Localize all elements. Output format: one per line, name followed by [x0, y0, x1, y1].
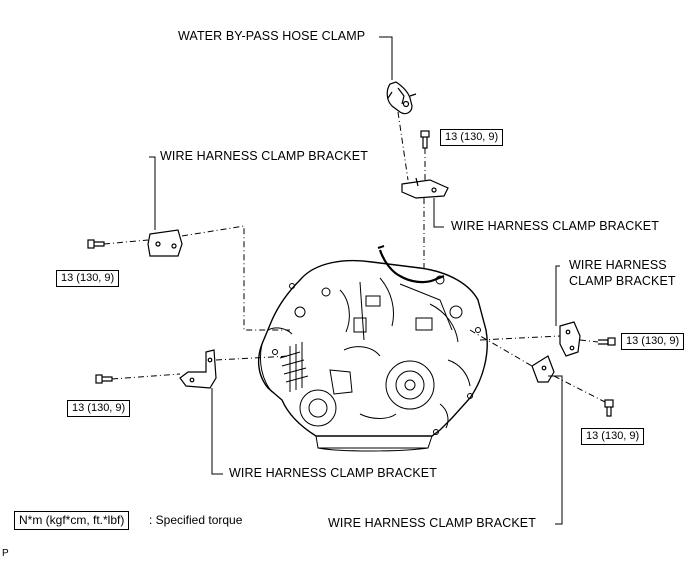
bracket-upper-center-part: [401, 177, 449, 199]
torque-spec-lower-right: 13 (130, 9): [581, 428, 645, 445]
bolt-lower-left: [95, 374, 113, 384]
label-water-bypass-hose-clamp: WATER BY-PASS HOSE CLAMP: [178, 29, 366, 43]
label-bracket-upper-center: WIRE HARNESS CLAMP BRACKET: [451, 219, 659, 233]
bolt-lower-right: [604, 399, 614, 417]
legend-description: : Specified torque: [149, 513, 243, 527]
bracket-lower-right-part: [531, 355, 555, 383]
transaxle-assembly: [257, 245, 488, 452]
label-bracket-right-line2: CLAMP BRACKET: [569, 274, 676, 288]
bolt-right: [598, 337, 616, 346]
bracket-upper-left-part: [147, 229, 183, 257]
torque-spec-top: 13 (130, 9): [440, 129, 504, 146]
bracket-right-part: [559, 321, 581, 357]
corner-mark: P: [2, 548, 9, 559]
bolt-left: [87, 239, 105, 249]
label-bracket-lower-center: WIRE HARNESS CLAMP BRACKET: [229, 466, 437, 480]
label-bracket-upper-left: WIRE HARNESS CLAMP BRACKET: [160, 149, 368, 163]
bolt-top: [420, 130, 430, 149]
label-bracket-lower-right: WIRE HARNESS CLAMP BRACKET: [328, 516, 536, 530]
legend-unit-box: N*m (kgf*cm, ft.*lbf): [14, 511, 130, 530]
torque-spec-lower-left: 13 (130, 9): [67, 400, 131, 417]
torque-spec-left: 13 (130, 9): [56, 270, 120, 287]
bracket-lower-center-part: [179, 349, 217, 389]
leader-lines: [149, 36, 563, 525]
torque-spec-right: 13 (130, 9): [621, 333, 685, 350]
water-bypass-hose-clamp-part: [386, 81, 417, 115]
label-bracket-right-line1: WIRE HARNESS: [569, 258, 667, 272]
